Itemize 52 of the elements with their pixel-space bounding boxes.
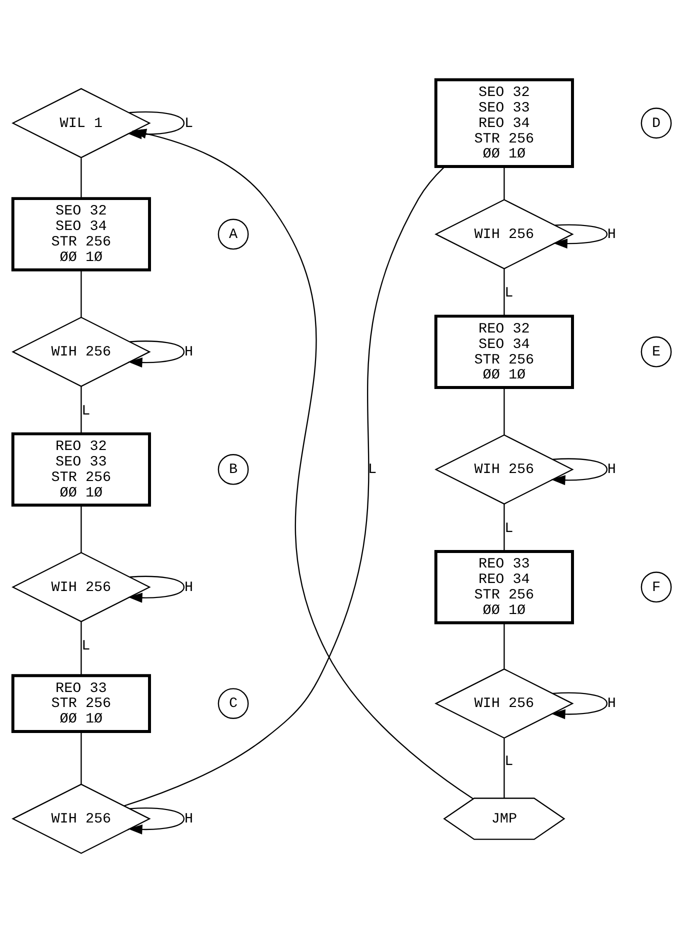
- edge-label: L: [504, 286, 514, 302]
- edge-label: H: [184, 344, 194, 361]
- node-diamond: WIH 256: [434, 434, 574, 505]
- arrow: [132, 128, 474, 800]
- edge-label: L: [504, 754, 514, 770]
- node-diamond: WIH 256: [12, 552, 151, 622]
- node-diamond: WIH 256: [434, 199, 574, 270]
- node-box: REO 33 REO 34 STR 256 ØØ 1Ø: [434, 550, 574, 624]
- edge-label: L: [368, 462, 377, 478]
- arrow: [551, 692, 608, 720]
- arrow: [553, 224, 608, 249]
- edge-label: H: [607, 462, 616, 478]
- edge-label: H: [184, 580, 194, 596]
- node-diamond: WIH 256: [434, 668, 574, 739]
- connector: [504, 738, 505, 798]
- edge-label: L: [82, 638, 90, 655]
- edge-label: L: [184, 116, 194, 132]
- node-diamond: WIL 1: [12, 88, 151, 158]
- connector: [504, 622, 505, 669]
- connector: [80, 622, 82, 676]
- connector: [124, 166, 445, 806]
- connector: [80, 158, 82, 198]
- edge-label: L: [504, 520, 514, 537]
- node-circle: F: [640, 572, 672, 603]
- node-circle: A: [218, 218, 249, 250]
- connector: [504, 166, 505, 200]
- node-diamond: WIH 256: [12, 316, 151, 387]
- arrow: [551, 458, 608, 486]
- connector: [80, 505, 82, 553]
- connector: [80, 731, 82, 784]
- connector: [504, 504, 505, 552]
- node-box: SEO 32 SEO 34 STR 256 ØØ 1Ø: [11, 197, 151, 272]
- node-circle: E: [640, 336, 672, 368]
- arrow: [128, 576, 185, 603]
- node-circle: D: [640, 108, 672, 139]
- node-circle: C: [218, 688, 249, 719]
- node-circle: B: [218, 454, 249, 485]
- edge-label: H: [607, 696, 616, 712]
- node-box: SEO 32 SEO 33 REO 34 STR 256 ØØ 1Ø: [434, 78, 574, 168]
- node-box: REO 33 STR 256 ØØ 1Ø: [11, 674, 151, 733]
- edge-label: H: [607, 226, 616, 243]
- node-diamond: WIH 256: [12, 784, 151, 854]
- node-box: REO 32 SEO 33 STR 256 ØØ 1Ø: [11, 432, 151, 507]
- connector: [504, 268, 505, 316]
- connector: [504, 388, 505, 435]
- edge-label: L: [82, 403, 90, 420]
- arrow: [128, 340, 185, 368]
- connector: [80, 270, 82, 318]
- arrow: [128, 808, 185, 834]
- edge-label: H: [184, 811, 194, 828]
- connector: [80, 386, 82, 434]
- node-box: REO 32 SEO 34 STR 256 ØØ 1Ø: [434, 314, 574, 389]
